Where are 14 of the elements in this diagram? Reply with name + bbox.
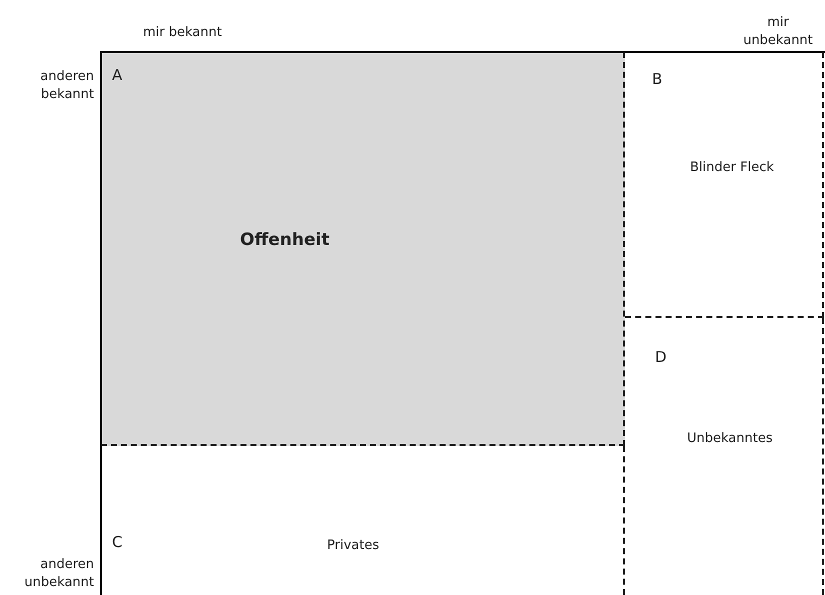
quadrant-title: Blinder Fleck: [690, 160, 774, 175]
axis-label: mir unbekannt: [742, 14, 814, 50]
quadrant-letter: B: [652, 70, 662, 88]
quadrant-letter: D: [655, 348, 667, 366]
quadrant-title: Privates: [327, 538, 380, 553]
axis-label: anderen bekannt: [39, 68, 94, 104]
quadrant-title: Unbekanntes: [687, 431, 773, 446]
quadrant-title: Offenheit: [240, 230, 330, 250]
quadrant-letter: C: [112, 533, 122, 551]
axis-label: anderen unbekannt: [23, 556, 94, 592]
axis-label: mir bekannt: [143, 24, 222, 42]
quadrant-letter: A: [112, 66, 122, 84]
quadrant-box: [101, 52, 625, 446]
quadrant-box: [625, 52, 824, 318]
